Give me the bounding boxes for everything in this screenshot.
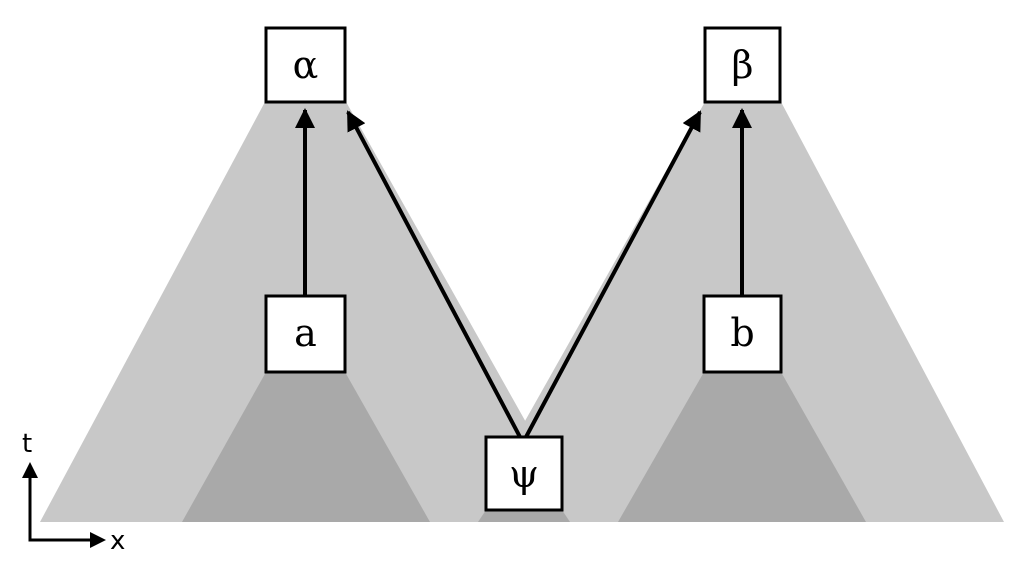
arrow-psi-to-beta [524, 110, 702, 438]
node-b: b [702, 294, 783, 374]
node-beta-label: β [732, 43, 754, 87]
space-axis-label: x [110, 526, 125, 556]
node-b-label: b [730, 311, 754, 355]
node-alpha: α [264, 26, 347, 104]
node-psi-label: ψ [509, 452, 539, 496]
b-past-cone [618, 372, 866, 522]
node-psi: ψ [484, 435, 564, 512]
psi-past-cone [478, 510, 570, 522]
time-axis-label: t [22, 429, 32, 459]
a-past-cone [182, 372, 430, 522]
axis-lines [28, 472, 96, 542]
node-a-label: a [294, 311, 317, 355]
space-axis-arrowhead [90, 532, 106, 548]
node-alpha-label: α [293, 43, 319, 87]
arrow-psi-to-alpha [346, 110, 522, 438]
axes: t x [22, 429, 125, 556]
node-beta: β [703, 26, 782, 104]
node-a: a [264, 294, 347, 374]
time-axis-arrowhead [22, 462, 38, 478]
